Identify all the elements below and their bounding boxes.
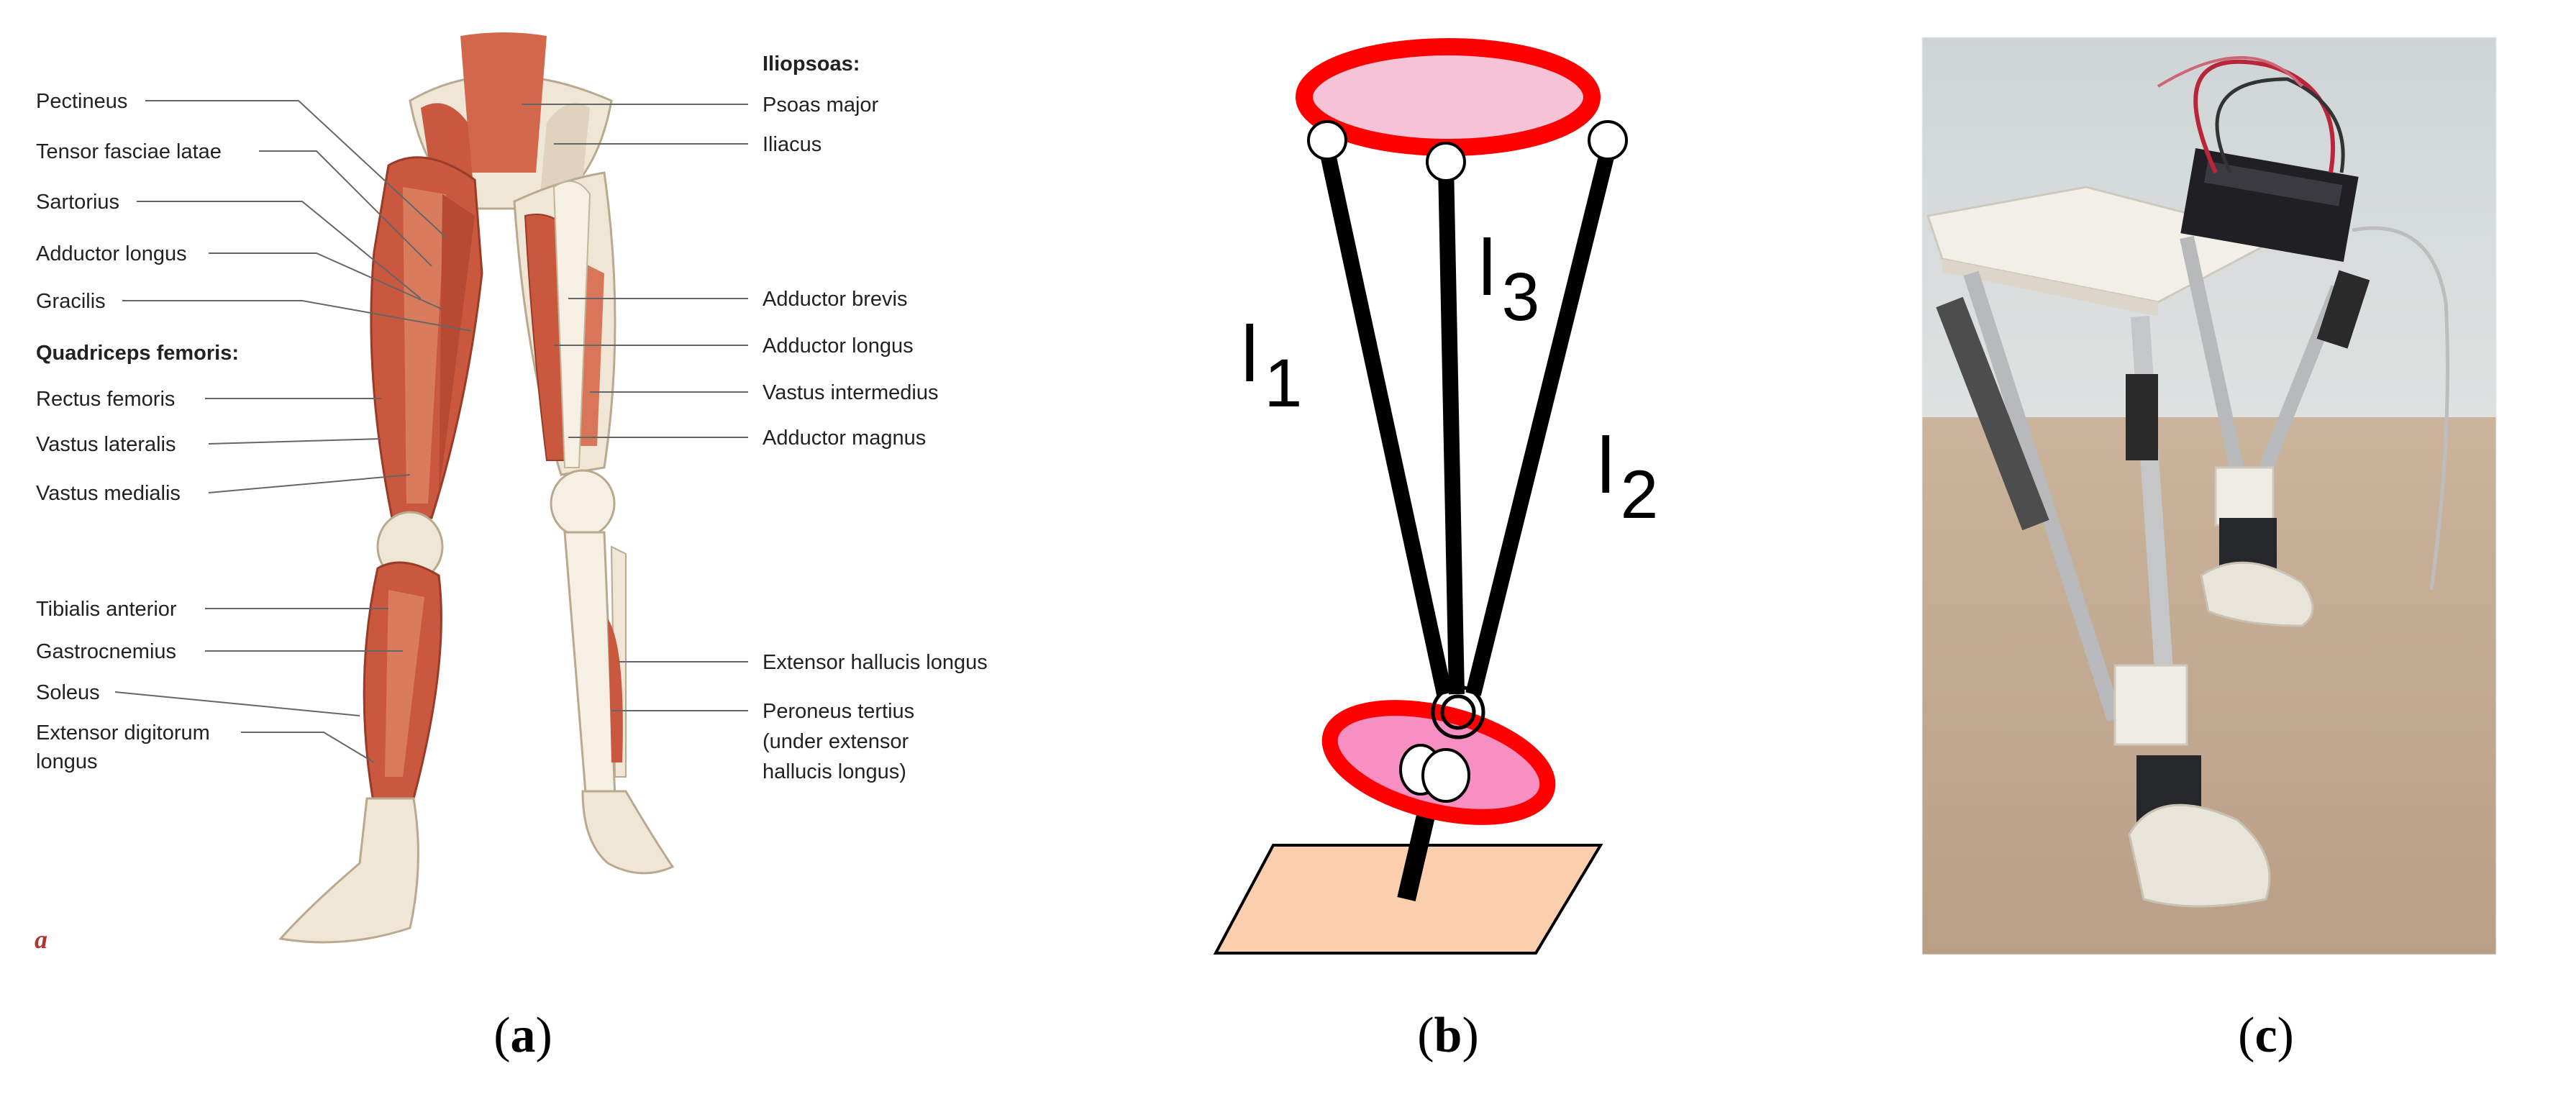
label-peroneus-tertius-line3: hallucis longus) [763,760,906,783]
caption-c: (c) [2238,1008,2294,1063]
panel-a-anatomy: Pectineus Tensor fasciae latae Sartorius… [35,32,988,1063]
label-soleus: Soleus [36,681,100,704]
leg-l3 [1438,165,1465,695]
label-psoas-major: Psoas major [763,94,879,117]
panel-b-mechanism: l1 l3 l2 (b) [1213,38,1658,1063]
label-extensor-hallucis-longus: Extensor hallucis longus [763,651,988,674]
label-gastrocnemius: Gastrocnemius [36,640,176,663]
label-l1: l1 [1241,310,1302,422]
top-joint-3 [1426,142,1466,182]
label-quadriceps-heading: Quadriceps femoris: [36,342,239,365]
legs-illustration [278,32,675,944]
bottom-joint-inner [1440,694,1476,730]
right-labels: Iliopsoas: Psoas major Iliacus Adductor … [763,53,988,783]
label-adductor-magnus: Adductor magnus [763,427,926,450]
top-joint-2 [1588,120,1628,160]
label-peroneus-tertius-line2: (under extensor [763,730,909,753]
label-vastus-intermedius: Vastus intermedius [763,381,938,404]
figure-letter-a: a [35,925,47,954]
label-extensor-digitorum-line2: longus [36,750,97,773]
left-leader-lines [114,100,472,763]
label-tibialis-anterior: Tibialis anterior [36,598,177,621]
label-sartorius: Sartorius [36,191,119,214]
left-labels: Pectineus Tensor fasciae latae Sartorius… [36,90,239,773]
label-tensor-fasciae-latae: Tensor fasciae latae [36,140,222,163]
label-l3: l3 [1478,224,1539,335]
label-iliacus: Iliacus [763,133,822,156]
caption-a: (a) [493,1008,552,1063]
label-extensor-digitorum-line1: Extensor digitorum [36,721,210,744]
ankle-joint-right [1421,748,1470,803]
caption-b: (b) [1417,1008,1479,1063]
label-vastus-medialis: Vastus medialis [36,482,181,505]
right-leader-lines [522,104,748,711]
top-platform [1296,38,1601,156]
label-l2: l2 [1597,422,1658,533]
robot-leg-photo [1922,37,2496,955]
label-pectineus: Pectineus [36,90,127,113]
leg-l2 [1465,149,1616,696]
label-adductor-brevis: Adductor brevis [763,288,908,311]
label-peroneus-tertius-line1: Peroneus tertius [763,700,914,723]
label-adductor-longus-right: Adductor longus [763,334,914,358]
leg-l1 [1319,149,1452,696]
label-iliopsoas-heading: Iliopsoas: [763,53,860,76]
bottom-joint-ring [1431,685,1485,739]
label-rectus-femoris: Rectus femoris [36,388,175,411]
label-vastus-lateralis: Vastus lateralis [36,433,176,456]
label-gracilis: Gracilis [36,290,106,313]
panel-c-photo: (c) [1921,37,2497,1063]
label-adductor-longus-left: Adductor longus [36,242,187,265]
top-joint-1 [1307,120,1347,160]
